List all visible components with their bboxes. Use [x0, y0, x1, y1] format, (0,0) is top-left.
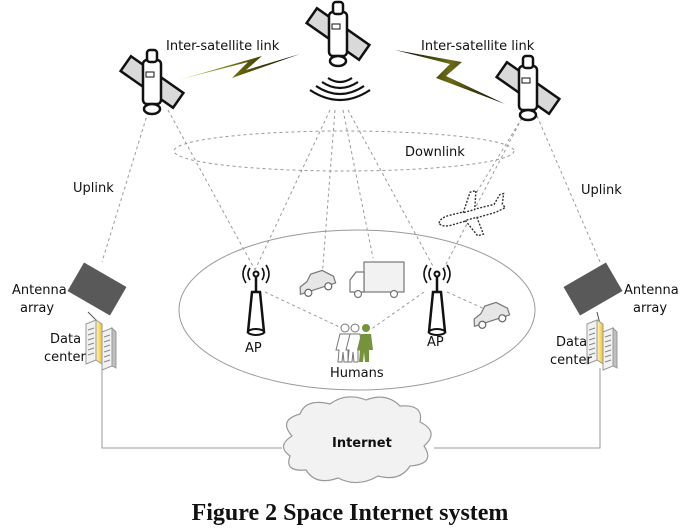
- label-inter-satellite-link-left: Inter-satellite link: [166, 39, 280, 54]
- downlink-lines: [167, 109, 523, 331]
- label-uplink-left: Uplink: [73, 181, 114, 196]
- ground-coverage-ellipse: [178, 229, 536, 391]
- backbone-right-line: [434, 368, 601, 449]
- access-point-right-icon: [422, 263, 452, 337]
- label-ap-left: AP: [245, 341, 262, 356]
- label-downlink: Downlink: [405, 145, 465, 160]
- truck-icon: [349, 261, 405, 299]
- label-uplink-right: Uplink: [581, 183, 622, 198]
- label-antenna-left-line2: array: [20, 301, 54, 316]
- satellite-center-icon: [305, 0, 371, 68]
- backbone-left-line: [101, 368, 282, 449]
- broadcast-waves-icon: [309, 77, 371, 101]
- label-antenna-left-line1: Antenna: [12, 283, 67, 298]
- inter-satellite-link-left-bolt-icon: [178, 54, 300, 80]
- car-right-icon: [468, 299, 512, 332]
- label-ap-right: AP: [427, 335, 444, 350]
- downlink-ellipse: [173, 130, 515, 172]
- label-data-center-right-line2: center: [550, 353, 592, 368]
- label-inter-satellite-link-right: Inter-satellite link: [421, 39, 535, 54]
- label-data-center-right-left-line2: center: [44, 350, 86, 365]
- uplink-right-line: [536, 115, 601, 263]
- internet-cloud-icon: [282, 396, 432, 484]
- inter-satellite-link-right-bolt-icon: [395, 50, 505, 104]
- humans-icon: [335, 323, 373, 363]
- antenna-array-left-icon: [66, 261, 128, 325]
- label-data-center-right-line1: Data: [556, 335, 587, 350]
- airplane-icon: [438, 189, 507, 237]
- data-center-left-icon: [85, 319, 117, 371]
- uplink-left-line: [101, 111, 149, 263]
- label-data-center-left-line1: Data: [50, 332, 81, 347]
- label-antenna-right-line2: array: [633, 301, 667, 316]
- satellite-right-icon: [495, 54, 561, 122]
- label-antenna-right-line1: Antenna: [624, 283, 679, 298]
- access-point-left-icon: [241, 263, 271, 337]
- car-left-icon: [294, 267, 338, 300]
- satellite-left-icon: [119, 48, 185, 116]
- label-internet: Internet: [332, 436, 392, 451]
- label-humans: Humans: [330, 366, 384, 381]
- antenna-array-right-icon: [562, 261, 624, 325]
- figure-caption: Figure 2 Space Internet system: [191, 500, 509, 526]
